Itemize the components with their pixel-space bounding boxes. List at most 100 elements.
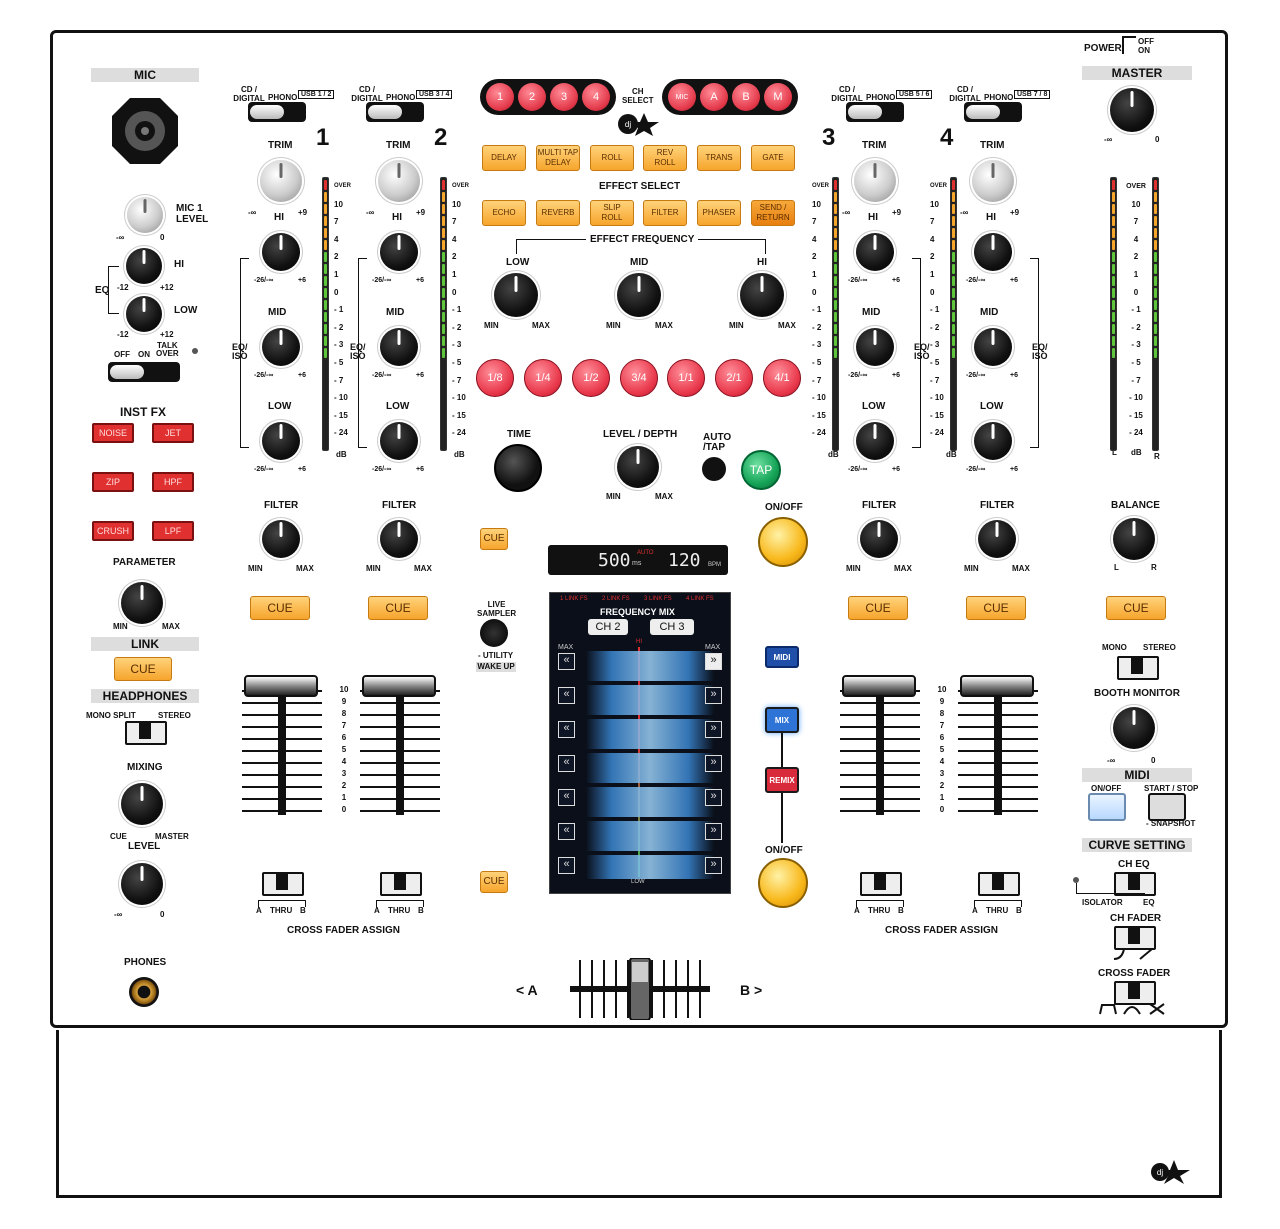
ch-select-mic-button[interactable]: MIC: [668, 83, 696, 111]
parameter-knob[interactable]: [121, 582, 163, 624]
beat-1-1-button[interactable]: 1/1: [667, 359, 705, 397]
fx-filter-button[interactable]: FILTER: [643, 200, 687, 226]
ch-select-b-button[interactable]: B: [732, 83, 760, 111]
ch-select-m-button[interactable]: M: [764, 83, 792, 111]
band6-right-arrow[interactable]: »: [705, 823, 722, 840]
headphones-mixing-knob[interactable]: [121, 783, 163, 825]
fader-cap[interactable]: [362, 675, 436, 697]
ch2-input-switch[interactable]: [366, 102, 424, 122]
ch-select-4-button[interactable]: 4: [582, 83, 610, 111]
screen-ch-right[interactable]: CH 3: [650, 619, 694, 635]
band5-right-arrow[interactable]: »: [705, 789, 722, 806]
band3-right-arrow[interactable]: »: [705, 721, 722, 738]
time-jog-knob[interactable]: [494, 444, 542, 492]
instfx-noise-button[interactable]: NOISE: [92, 423, 134, 443]
mic-onoff-talkover-switch[interactable]: [108, 362, 180, 382]
ch4-channel-fader[interactable]: [958, 675, 1038, 815]
power-switch[interactable]: [1122, 36, 1136, 54]
mic-eq-low-knob[interactable]: [126, 296, 162, 332]
ch4-mid-knob[interactable]: [974, 328, 1012, 366]
fx-send-return-button[interactable]: SEND / RETURN: [751, 200, 795, 226]
ch4-crossfader-assign-switch[interactable]: [978, 872, 1020, 896]
effect-freq-low-knob[interactable]: [494, 273, 538, 317]
ch4-low-knob[interactable]: [974, 422, 1012, 460]
ch4-filter-knob[interactable]: [978, 520, 1016, 558]
booth-monitor-knob[interactable]: [1113, 707, 1155, 749]
headphones-mono-split-switch[interactable]: [125, 721, 167, 745]
beat-2-1-button[interactable]: 2/1: [715, 359, 753, 397]
ch1-filter-knob[interactable]: [262, 520, 300, 558]
ch1-low-knob[interactable]: [262, 422, 300, 460]
ch4-trim-knob[interactable]: [972, 160, 1014, 202]
ch-select-a-button[interactable]: A: [700, 83, 728, 111]
ch2-crossfader-assign-switch[interactable]: [380, 872, 422, 896]
instfx-lpf-button[interactable]: LPF: [152, 521, 194, 541]
fx-multitap-delay-button[interactable]: MULTI TAP DELAY: [536, 145, 580, 171]
ch-select-1-button[interactable]: 1: [486, 83, 514, 111]
level-depth-knob[interactable]: [617, 446, 659, 488]
ch1-cue-button[interactable]: CUE: [250, 596, 310, 620]
mix-onoff-button[interactable]: [758, 858, 808, 908]
crossfader[interactable]: [570, 957, 710, 1021]
band2-left-arrow[interactable]: «: [558, 687, 575, 704]
fx-reverb-button[interactable]: REVERB: [536, 200, 580, 226]
ch2-channel-fader[interactable]: [360, 675, 440, 815]
ch3-input-switch[interactable]: [846, 102, 904, 122]
instfx-hpf-button[interactable]: HPF: [152, 472, 194, 492]
fx-gate-button[interactable]: GATE: [751, 145, 795, 171]
band2-right-arrow[interactable]: »: [705, 687, 722, 704]
band1-right-arrow[interactable]: »: [705, 653, 722, 670]
ch3-cue-button[interactable]: CUE: [848, 596, 908, 620]
ch4-input-switch[interactable]: [964, 102, 1022, 122]
ch2-hi-knob[interactable]: [380, 233, 418, 271]
fx-phaser-button[interactable]: PHASER: [697, 200, 741, 226]
balance-knob[interactable]: [1113, 518, 1155, 560]
beat-4-1-button[interactable]: 4/1: [763, 359, 801, 397]
ch-fader-curve-switch[interactable]: [1114, 926, 1156, 950]
fx-rev-roll-button[interactable]: REV ROLL: [643, 145, 687, 171]
midi-onoff-button[interactable]: [1088, 793, 1126, 821]
midi-startstop-button[interactable]: [1148, 793, 1186, 821]
ch3-crossfader-assign-switch[interactable]: [860, 872, 902, 896]
ch1-trim-knob[interactable]: [260, 160, 302, 202]
ch2-mid-knob[interactable]: [380, 328, 418, 366]
fx-onoff-button[interactable]: [758, 517, 808, 567]
ch1-channel-fader[interactable]: [242, 675, 322, 815]
screen-ch-left[interactable]: CH 2: [588, 619, 628, 635]
mix-mode-button[interactable]: MIX: [765, 707, 799, 733]
master-level-knob[interactable]: [1110, 88, 1154, 132]
band3-left-arrow[interactable]: «: [558, 721, 575, 738]
master-cue-button[interactable]: CUE: [1106, 596, 1166, 620]
ch3-mid-knob[interactable]: [856, 328, 894, 366]
beat-1-8-button[interactable]: 1/8: [476, 359, 514, 397]
band5-left-arrow[interactable]: «: [558, 789, 575, 806]
instfx-jet-button[interactable]: JET: [152, 423, 194, 443]
ch-select-2-button[interactable]: 2: [518, 83, 546, 111]
instfx-crush-button[interactable]: CRUSH: [92, 521, 134, 541]
fader-cap[interactable]: [842, 675, 916, 697]
ch3-trim-knob[interactable]: [854, 160, 896, 202]
ch4-hi-knob[interactable]: [974, 233, 1012, 271]
fx-echo-button[interactable]: ECHO: [482, 200, 526, 226]
mic1-level-knob[interactable]: [127, 197, 163, 233]
beat-1-2-button[interactable]: 1/2: [572, 359, 610, 397]
ch3-low-knob[interactable]: [856, 422, 894, 460]
link-cue-button[interactable]: CUE: [114, 657, 172, 681]
ch-eq-curve-switch[interactable]: [1114, 872, 1156, 896]
ch-select-3-button[interactable]: 3: [550, 83, 578, 111]
ch3-filter-knob[interactable]: [860, 520, 898, 558]
effect-freq-hi-knob[interactable]: [740, 273, 784, 317]
fx-delay-button[interactable]: DELAY: [482, 145, 526, 171]
phones-jack[interactable]: [129, 977, 159, 1007]
fader-cap[interactable]: [960, 675, 1034, 697]
ch3-hi-knob[interactable]: [856, 233, 894, 271]
tap-button[interactable]: TAP: [741, 450, 781, 490]
ch1-mid-knob[interactable]: [262, 328, 300, 366]
fx-cue-button[interactable]: CUE: [480, 528, 508, 550]
ch1-hi-knob[interactable]: [262, 233, 300, 271]
beat-1-4-button[interactable]: 1/4: [524, 359, 562, 397]
band7-right-arrow[interactable]: »: [705, 857, 722, 874]
cross-fader-curve-switch[interactable]: [1114, 981, 1156, 1005]
ch2-cue-button[interactable]: CUE: [368, 596, 428, 620]
fx-trans-button[interactable]: TRANS: [697, 145, 741, 171]
